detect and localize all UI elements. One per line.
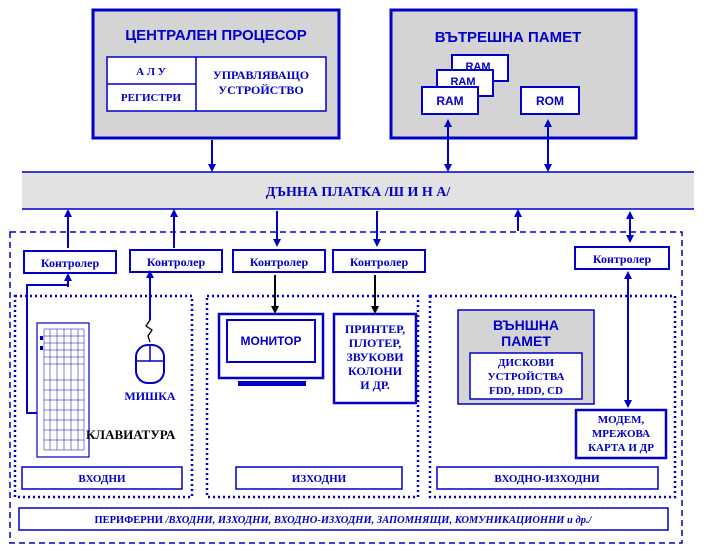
modem-line-2: МРЕЖОВА	[592, 428, 650, 440]
peripherals-boundary	[9, 231, 683, 544]
controller-1: Контролер	[23, 250, 117, 274]
input-group-label: ВХОДНИ	[78, 473, 126, 485]
ram-back-label-1: RAM	[450, 76, 475, 88]
keyboard-icon	[36, 322, 90, 458]
monitor-label: МОНИТОР	[241, 334, 302, 348]
printer-line-4: КОЛОНИ	[348, 364, 403, 378]
disk-line-1: ДИСКОВИ	[498, 357, 555, 369]
mouse-icon	[135, 344, 165, 384]
internal-memory-box: ВЪТРЕШНА ПАМЕТ RAM RAM RAM ROM	[389, 8, 638, 140]
external-memory-line-2: ПАМЕТ	[501, 333, 551, 349]
input-group	[13, 294, 194, 499]
controller-3: Контролер	[232, 249, 326, 273]
io-group-label: ВХОДНО-ИЗХОДНИ	[494, 473, 600, 485]
controller-4: Контролер	[332, 249, 426, 273]
bus-label: ДЪННА ПЛАТКА /Ш И Н А/	[266, 185, 452, 200]
modem-line-3: КАРТА И ДР	[588, 442, 654, 454]
modem-line-1: МОДЕМ,	[598, 414, 645, 426]
control-unit-line2: УСТРОЙСТВО	[218, 83, 303, 97]
input-label-box	[21, 466, 183, 490]
external-memory-box: ВЪНШНА ПАМЕТ ДИСКОВИ УСТРОЙСТВА FDD, HDD…	[457, 309, 595, 405]
cpu-title: ЦЕНТРАЛЕН ПРОЦЕСОР	[125, 27, 307, 44]
disk-line-2: УСТРОЙСТВА	[488, 371, 565, 383]
modem-box: МОДЕМ, МРЕЖОВА КАРТА И ДР	[574, 408, 668, 460]
controller-3-label: Контролер	[250, 255, 309, 269]
cpu-box: ЦЕНТРАЛЕН ПРОЦЕСОР А Л У РЕГИСТРИ УПРАВЛ…	[91, 8, 341, 140]
io-group	[428, 294, 677, 499]
output-label-box	[235, 466, 403, 490]
footer-list: /ВХОДНИ, ИЗХОДНИ, ВХОДНО-ИЗХОДНИ, ЗАПОМН…	[165, 515, 593, 526]
printer-line-2: ПЛОТЕР,	[349, 336, 401, 350]
controller-1-label: Контролер	[41, 256, 100, 270]
disk-line-3: FDD, HDD, CD	[489, 385, 563, 397]
rom-label: ROM	[536, 94, 564, 108]
mouse-label: МИШКА	[124, 389, 176, 403]
controller-2-label: Контролер	[147, 255, 206, 269]
io-label-box	[436, 466, 659, 490]
printer-line-3: ЗВУКОВИ	[346, 350, 404, 364]
footer-text: ПЕРИФЕРНИ /ВХОДНИ, ИЗХОДНИ, ВХОДНО-ИЗХОД…	[94, 515, 592, 526]
footer-prefix: ПЕРИФЕРНИ	[94, 515, 163, 526]
system-bus: ДЪННА ПЛАТКА /Ш И Н А/	[22, 171, 694, 210]
registers-label: РЕГИСТРИ	[121, 92, 182, 104]
footer-box	[18, 507, 669, 531]
mouse-cable	[145, 319, 153, 343]
control-unit-line1: УПРАВЛЯВАЩО	[213, 68, 309, 82]
alu-label: А Л У	[136, 66, 166, 78]
output-group	[205, 294, 420, 499]
ram-label: RAM	[436, 94, 463, 108]
memory-title: ВЪТРЕШНА ПАМЕТ	[435, 29, 581, 46]
controller-4-label: Контролер	[350, 255, 409, 269]
controller-2: Контролер	[129, 249, 223, 273]
printer-box: ПРИНТЕР, ПЛОТЕР, ЗВУКОВИ КОЛОНИ И ДР.	[332, 312, 418, 405]
controller-5-label: Контролер	[593, 252, 652, 266]
keyboard-label: КЛАВИАТУРА	[86, 427, 176, 442]
printer-line-5: И ДР.	[360, 378, 389, 392]
controller-5: Контролер	[574, 246, 670, 270]
external-memory-line-1: ВЪНШНА	[493, 317, 559, 333]
output-group-label: ИЗХОДНИ	[292, 473, 347, 485]
printer-line-1: ПРИНТЕР,	[345, 322, 405, 336]
monitor-icon	[217, 312, 325, 386]
